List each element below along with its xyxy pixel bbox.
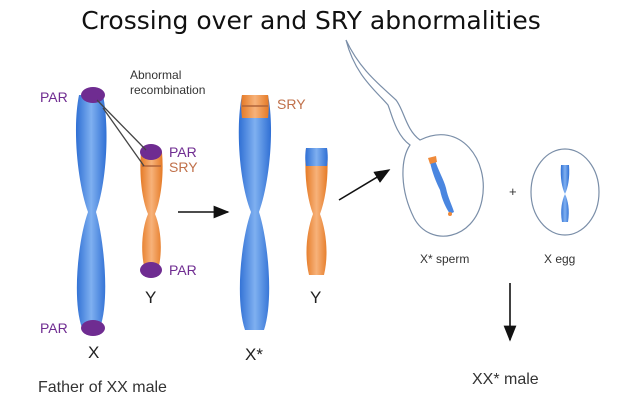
sperm-cell-outline bbox=[345, 39, 484, 237]
diagram-title: Crossing over and SRY abnormalities bbox=[81, 6, 541, 35]
par-marker-x-bottom bbox=[81, 320, 105, 336]
plus-sign: + bbox=[509, 184, 517, 199]
offspring-y-label: Y bbox=[310, 288, 321, 307]
par-label-y-top: PAR bbox=[169, 144, 197, 160]
father-y-chromosome bbox=[140, 152, 163, 270]
father-y-label: Y bbox=[145, 288, 156, 307]
x-star-chromosome bbox=[238, 95, 272, 330]
egg-cell-outline bbox=[530, 148, 600, 236]
egg-x-chromosome bbox=[560, 165, 570, 222]
abnormal-label-line2: recombination bbox=[130, 83, 205, 97]
father-x-chromosome bbox=[75, 95, 107, 328]
par-label-y-bottom: PAR bbox=[169, 262, 197, 278]
sry-label-x-star: SRY bbox=[277, 96, 306, 112]
recombination-line-1 bbox=[96, 99, 147, 151]
par-label-x-top: PAR bbox=[40, 89, 68, 105]
par-marker-x-top bbox=[81, 87, 105, 103]
sperm-label: X* sperm bbox=[420, 252, 469, 266]
recombination-line-2 bbox=[102, 107, 145, 167]
par-label-x-bottom: PAR bbox=[40, 320, 68, 336]
egg-label: X egg bbox=[544, 252, 575, 266]
par-marker-y-top bbox=[140, 144, 162, 160]
arrow-to-gametes bbox=[338, 169, 391, 201]
father-x-label: X bbox=[88, 343, 99, 362]
offspring-y-chromosome bbox=[305, 148, 328, 275]
x-star-label: X* bbox=[245, 345, 263, 364]
par-marker-y-bottom bbox=[140, 262, 162, 278]
sry-label-father-y: SRY bbox=[169, 159, 198, 175]
abnormal-label-line1: Abnormal bbox=[130, 68, 181, 82]
father-caption: Father of XX male bbox=[38, 379, 167, 396]
result-caption: XX* male bbox=[472, 371, 539, 388]
sperm-chromosome bbox=[428, 156, 454, 216]
